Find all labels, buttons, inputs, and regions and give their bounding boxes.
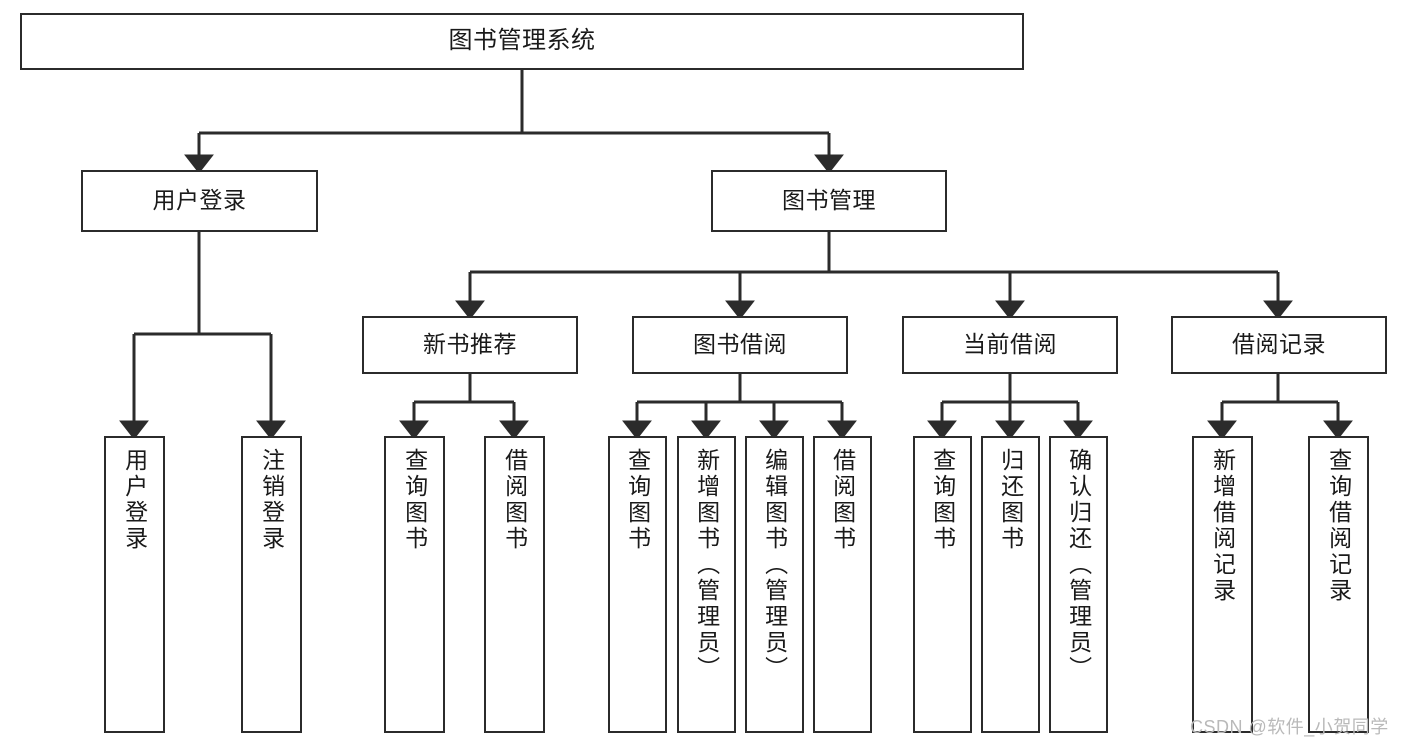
node-leaf-query-book-current[interactable]: 查询图书 — [913, 436, 972, 733]
node-leaf-confirm-return[interactable]: 确认归还（管理员） — [1049, 436, 1108, 733]
node-leaf-query-book-recommend[interactable]: 查询图书 — [384, 436, 445, 733]
node-book-borrow[interactable]: 图书借阅 — [632, 316, 848, 374]
node-label: 借阅图书 — [501, 448, 528, 552]
node-leaf-borrow-book[interactable]: 借阅图书 — [813, 436, 872, 733]
node-label: 编辑图书（管理员） — [761, 448, 788, 682]
node-label: 用户登录 — [121, 448, 148, 552]
node-label: 借阅记录 — [1232, 331, 1326, 358]
node-label: 查询图书 — [624, 448, 651, 552]
node-label: 查询图书 — [929, 448, 956, 552]
watermark: CSDN @软件_小贺同学 — [1190, 717, 1389, 737]
node-leaf-return-book[interactable]: 归还图书 — [981, 436, 1040, 733]
node-label: 用户登录 — [152, 187, 247, 214]
node-current-borrow[interactable]: 当前借阅 — [902, 316, 1118, 374]
node-leaf-logout[interactable]: 注销登录 — [241, 436, 302, 733]
node-label: 图书借阅 — [693, 331, 787, 358]
node-label: 图书管理系统 — [448, 27, 596, 55]
node-label: 新增图书（管理员） — [693, 448, 720, 682]
node-leaf-query-borrow-record[interactable]: 查询借阅记录 — [1308, 436, 1369, 733]
node-label: 借阅图书 — [829, 448, 856, 552]
node-label: 当前借阅 — [963, 331, 1057, 358]
node-new-book-recommend[interactable]: 新书推荐 — [362, 316, 578, 374]
node-label: 确认归还（管理员） — [1065, 448, 1092, 682]
node-leaf-add-borrow-record[interactable]: 新增借阅记录 — [1192, 436, 1253, 733]
node-label: 查询图书 — [401, 448, 428, 552]
node-label: 图书管理 — [782, 187, 876, 214]
node-label: 归还图书 — [997, 448, 1024, 552]
node-leaf-edit-book[interactable]: 编辑图书（管理员） — [745, 436, 804, 733]
node-label: 新增借阅记录 — [1209, 448, 1236, 604]
node-user-login[interactable]: 用户登录 — [81, 170, 318, 232]
node-label: 新书推荐 — [423, 331, 517, 358]
node-borrow-record[interactable]: 借阅记录 — [1171, 316, 1387, 374]
node-leaf-query-book-borrow[interactable]: 查询图书 — [608, 436, 667, 733]
node-book-manage[interactable]: 图书管理 — [711, 170, 947, 232]
node-leaf-user-login[interactable]: 用户登录 — [104, 436, 165, 733]
node-book-management-system[interactable]: 图书管理系统 — [20, 13, 1024, 70]
node-leaf-borrow-book-recommend[interactable]: 借阅图书 — [484, 436, 545, 733]
node-label: 注销登录 — [258, 448, 285, 552]
node-label: 查询借阅记录 — [1325, 448, 1352, 604]
node-leaf-add-book[interactable]: 新增图书（管理员） — [677, 436, 736, 733]
